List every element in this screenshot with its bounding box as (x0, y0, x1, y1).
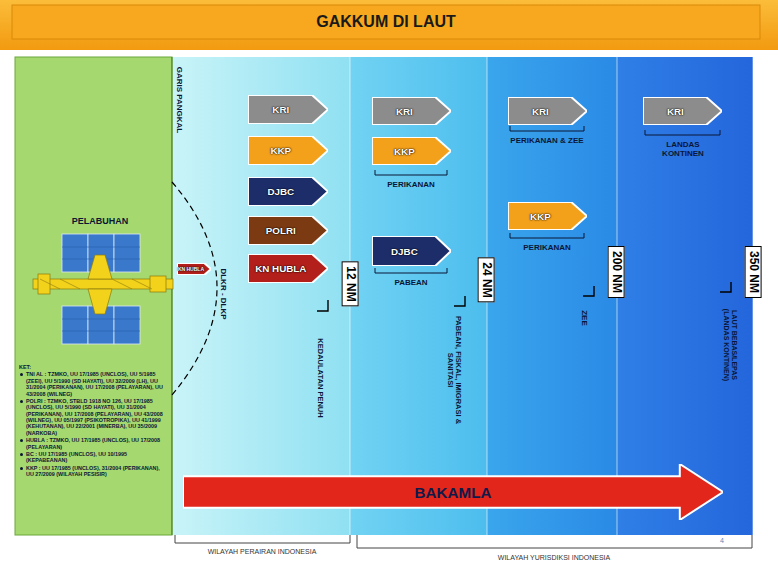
agency-tag: KKP (372, 137, 451, 165)
zone-label: DLKR - DLKP (219, 268, 228, 319)
agency-name: KRI (372, 97, 451, 125)
zone-label: PERIKANAN & ZEE (510, 137, 583, 146)
distance-marker: 350 NM (744, 246, 761, 298)
agency-tag: KRI (643, 97, 722, 125)
agency-name: KKP (372, 137, 451, 165)
agency-tag: KN HUBLA (248, 254, 328, 283)
agency-tag: KKP (248, 136, 328, 165)
distance-marker: 200 NM (607, 246, 624, 298)
agency-name: BAKAMLA (183, 464, 723, 520)
agency-tag: DJBC (248, 177, 328, 206)
agency-tag: POLRI (248, 216, 328, 245)
agency-tag: KRI (508, 97, 587, 125)
bullet-dot (20, 400, 23, 403)
bullet-dot (20, 453, 23, 456)
agency-name: KKP (248, 136, 328, 165)
bullet-dot (20, 439, 23, 442)
agency-tag: DJBC (372, 236, 451, 266)
title-text: GAKKUM DI LAUT (12, 5, 760, 39)
zone-label: PERIKANAN (387, 181, 435, 190)
note-line: POLRI : TZMKO, STBLD 1918 NO 126, UU 17/… (19, 398, 169, 436)
agency-name: DJBC (372, 236, 451, 266)
zone-label: PABEAN (394, 279, 427, 288)
distance-marker: 24 NM (477, 257, 494, 302)
distance-marker: 12 NM (341, 261, 358, 306)
bullet-dot (20, 373, 23, 376)
notes-heading-text: KET: (19, 364, 31, 370)
agency-tag: KRI (248, 95, 328, 124)
agency-name: DJBC (248, 177, 328, 206)
agency-name: KRI (643, 97, 722, 125)
agency-name: KN HUBLA (177, 263, 211, 275)
zone-label: ZEE (580, 310, 589, 326)
agency-tag: KRI (372, 97, 451, 125)
note-text: KKP : UU 17/1985 (UNCLOS), 31/2004 (PERI… (26, 465, 160, 477)
notes-heading: KET: (19, 364, 169, 370)
note-line: BC : UU 17/1985 (UNCLOS), UU 10/1995 (KE… (19, 451, 169, 464)
zone-label: PABEAN, FISKAL, IMIGRASI & SANITASI (446, 310, 463, 430)
bullet-dot (20, 467, 23, 470)
agency-tag: KN HUBLA (177, 263, 211, 275)
agency-name: KKP (508, 202, 587, 230)
note-line: KKP : UU 17/1985 (UNCLOS), 31/2004 (PERI… (19, 465, 169, 478)
zone-label: LANDAS KONTINEN (648, 141, 718, 159)
agency-tag: KKP (508, 202, 587, 230)
agency-name: KRI (508, 97, 587, 125)
page-number: 4 (720, 537, 724, 545)
note-text: BC : UU 17/1985 (UNCLOS), UU 10/1995 (KE… (26, 451, 127, 463)
zone-label: PERIKANAN (523, 244, 571, 253)
region-label: WILAYAH PERAIRAN INDONESIA (205, 548, 320, 556)
note-text: TNI AL : TZMKO, UU 17/1985 (UNCLOS), UU … (26, 371, 163, 396)
note-line: TNI AL : TZMKO, UU 17/1985 (UNCLOS), UU … (19, 371, 169, 397)
agency-name: KN HUBLA (248, 254, 328, 283)
note-text: POLRI : TZMKO, STBLD 1918 NO 126, UU 17/… (26, 398, 163, 436)
region-label: WILAYAH YURISDIKSI INDONESIA (495, 554, 613, 562)
zone-label: LAUT BEBAS/LEPAS (LANDAS KONTINEN) (722, 295, 737, 395)
note-text: HUBLA : TZMKO, UU 17/1985 (UNCLOS), UU 1… (26, 437, 160, 449)
agency-name: POLRI (248, 216, 328, 245)
agency-arrow: BAKAMLA (183, 464, 723, 520)
note-line: HUBLA : TZMKO, UU 17/1985 (UNCLOS), UU 1… (19, 437, 169, 450)
zone-label: PELABUHAN (72, 217, 129, 227)
zone-label: GARIS PANGKAL (175, 67, 184, 134)
agency-name: KRI (248, 95, 328, 124)
legal-notes: KET:TNI AL : TZMKO, UU 17/1985 (UNCLOS),… (19, 364, 169, 478)
zone-label: KEDAULATAN PENUH (316, 338, 324, 417)
